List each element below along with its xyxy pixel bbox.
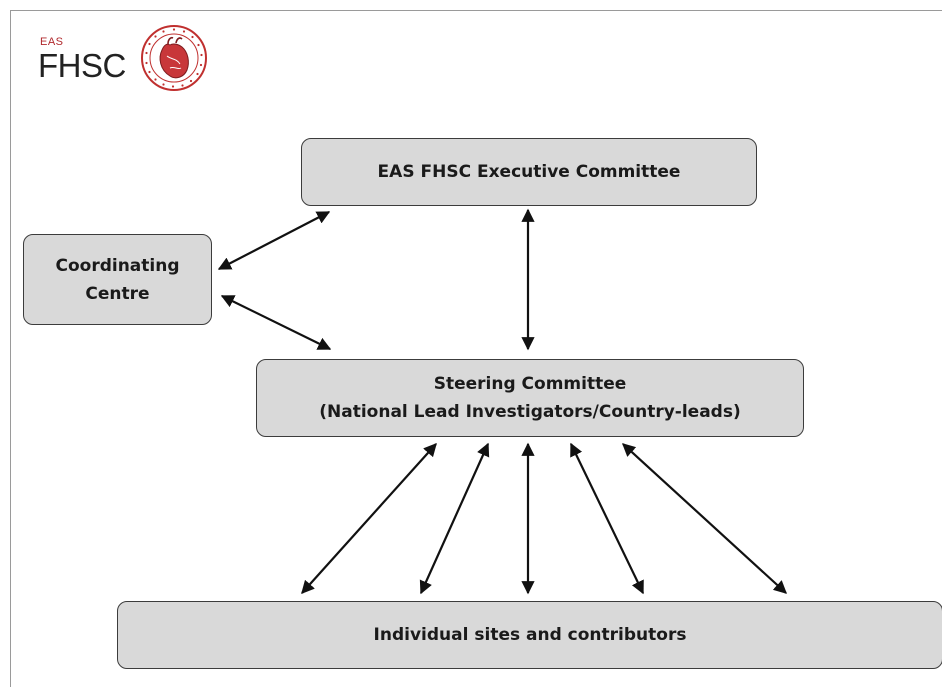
steering-committee-label: Steering Committee (National Lead Invest… [319,374,741,422]
slide-frame [10,10,942,687]
arrow-steer-sites-2 [419,442,490,595]
heart-seal-icon [141,25,207,91]
logo-eas-text: EAS [40,36,64,48]
logo-fhsc-text: FHSC [38,47,126,84]
individual-sites-label: Individual sites and contributors [373,625,687,645]
coordinating-centre-box: Coordinating Centre [23,234,212,325]
arrow-steer-sites-1 [301,443,437,594]
steering-committee-box: Steering Committee (National Lead Invest… [256,359,804,437]
executive-committee-label: EAS FHSC Executive Committee [377,162,681,182]
coordinating-centre-label: Coordinating Centre [55,255,180,304]
arrow-coord-exec [217,211,331,270]
arrow-steer-sites-5 [622,443,787,594]
eas-fhsc-logo: EAS FHSC [36,22,216,97]
arrow-coord-steer [220,295,332,350]
executive-committee-box: EAS FHSC Executive Committee [301,138,757,206]
arrow-steer-sites-4 [570,442,644,595]
individual-sites-box: Individual sites and contributors [117,601,942,669]
